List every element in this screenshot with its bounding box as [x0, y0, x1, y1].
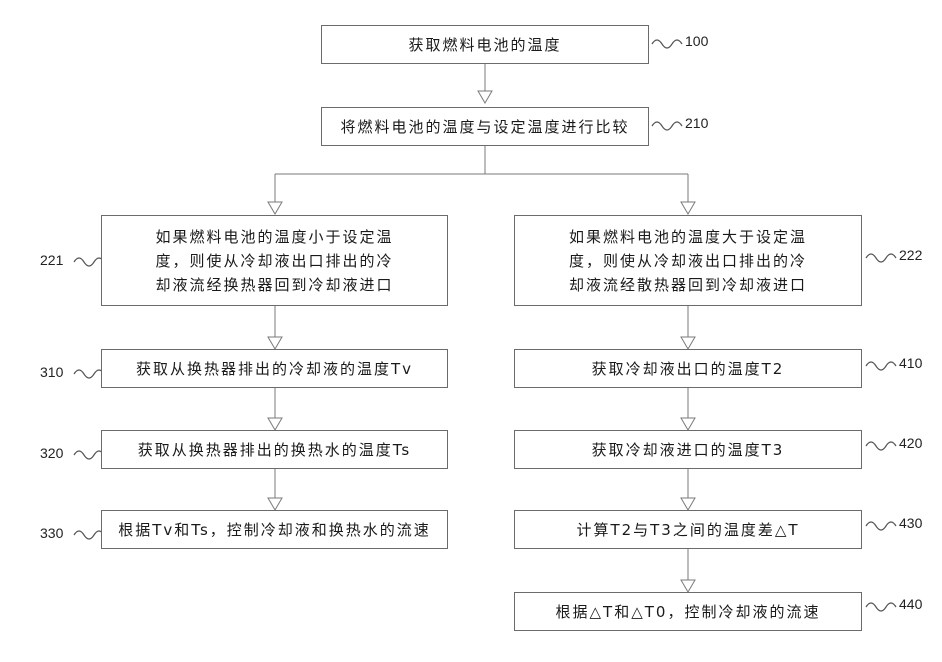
arrowhead — [478, 91, 492, 103]
arrowhead — [268, 498, 282, 510]
step-221-text: 如果燃料电池的温度小于设定温 度，则使从冷却液出口排出的冷 却液流经换热器回到冷… — [155, 225, 393, 297]
step-320-box: 获取从换热器排出的换热水的温度Ts — [101, 430, 448, 469]
ref-label-330: 330 — [40, 525, 63, 541]
step-222-line: 度，则使从冷却液出口排出的冷 — [569, 249, 807, 273]
arrowhead — [681, 418, 695, 430]
step-440-text: 根据△T和△T0，控制冷却液的流速 — [556, 600, 821, 624]
ref-label-210: 210 — [685, 115, 708, 131]
arrowhead — [681, 580, 695, 592]
step-210-text: 将燃料电池的温度与设定温度进行比较 — [340, 115, 629, 139]
arrowhead — [268, 418, 282, 430]
leader-squiggle — [74, 451, 104, 459]
leader-squiggle — [652, 122, 682, 130]
arrowhead — [681, 337, 695, 349]
ref-label-440: 440 — [899, 596, 922, 612]
step-410-text: 获取冷却液出口的温度T2 — [592, 357, 785, 381]
ref-label-420: 420 — [899, 435, 922, 451]
ref-label-430: 430 — [899, 515, 922, 531]
step-100-text: 获取燃料电池的温度 — [408, 33, 561, 57]
leader-squiggle — [866, 442, 896, 450]
step-222-box: 如果燃料电池的温度大于设定温 度，则使从冷却液出口排出的冷 却液流经散热器回到冷… — [514, 215, 862, 306]
step-310-box: 获取从换热器排出的冷却液的温度Tv — [101, 349, 448, 388]
leader-squiggle — [652, 40, 682, 48]
leader-squiggle — [866, 522, 896, 530]
arrowhead — [681, 498, 695, 510]
step-330-text: 根据Tv和Ts，控制冷却液和换热水的流速 — [118, 518, 431, 542]
step-210-box: 将燃料电池的温度与设定温度进行比较 — [321, 107, 649, 146]
ref-label-221: 221 — [40, 252, 63, 268]
leader-squiggle — [74, 258, 104, 266]
step-221-box: 如果燃料电池的温度小于设定温 度，则使从冷却液出口排出的冷 却液流经换热器回到冷… — [101, 215, 448, 306]
leader-squiggle — [866, 254, 896, 262]
arrowhead — [268, 337, 282, 349]
ref-label-310: 310 — [40, 364, 63, 380]
leader-squiggle — [866, 603, 896, 611]
arrowhead — [268, 202, 282, 214]
step-420-text: 获取冷却液进口的温度T3 — [592, 438, 785, 462]
step-100-box: 获取燃料电池的温度 — [321, 25, 649, 64]
step-430-text: 计算T2与T3之间的温度差△T — [576, 518, 799, 542]
step-310-text: 获取从换热器排出的冷却液的温度Tv — [136, 357, 413, 381]
leader-squiggle — [74, 370, 104, 378]
step-221-line: 度，则使从冷却液出口排出的冷 — [155, 249, 393, 273]
step-440-box: 根据△T和△T0，控制冷却液的流速 — [514, 592, 862, 631]
step-222-text: 如果燃料电池的温度大于设定温 度，则使从冷却液出口排出的冷 却液流经散热器回到冷… — [569, 225, 807, 297]
ref-label-320: 320 — [40, 445, 63, 461]
step-222-line: 却液流经散热器回到冷却液进口 — [569, 273, 807, 297]
ref-label-410: 410 — [899, 355, 922, 371]
leader-squiggle — [74, 531, 104, 539]
step-330-box: 根据Tv和Ts，控制冷却液和换热水的流速 — [101, 510, 448, 549]
ref-label-222: 222 — [899, 247, 922, 263]
step-420-box: 获取冷却液进口的温度T3 — [514, 430, 862, 469]
leader-squiggle — [866, 362, 896, 370]
step-410-box: 获取冷却液出口的温度T2 — [514, 349, 862, 388]
arrowhead — [681, 202, 695, 214]
step-221-line: 如果燃料电池的温度小于设定温 — [155, 225, 393, 249]
step-320-text: 获取从换热器排出的换热水的温度Ts — [138, 438, 412, 462]
step-430-box: 计算T2与T3之间的温度差△T — [514, 510, 862, 549]
ref-label-100: 100 — [685, 33, 708, 49]
step-221-line: 却液流经换热器回到冷却液进口 — [155, 273, 393, 297]
step-222-line: 如果燃料电池的温度大于设定温 — [569, 225, 807, 249]
